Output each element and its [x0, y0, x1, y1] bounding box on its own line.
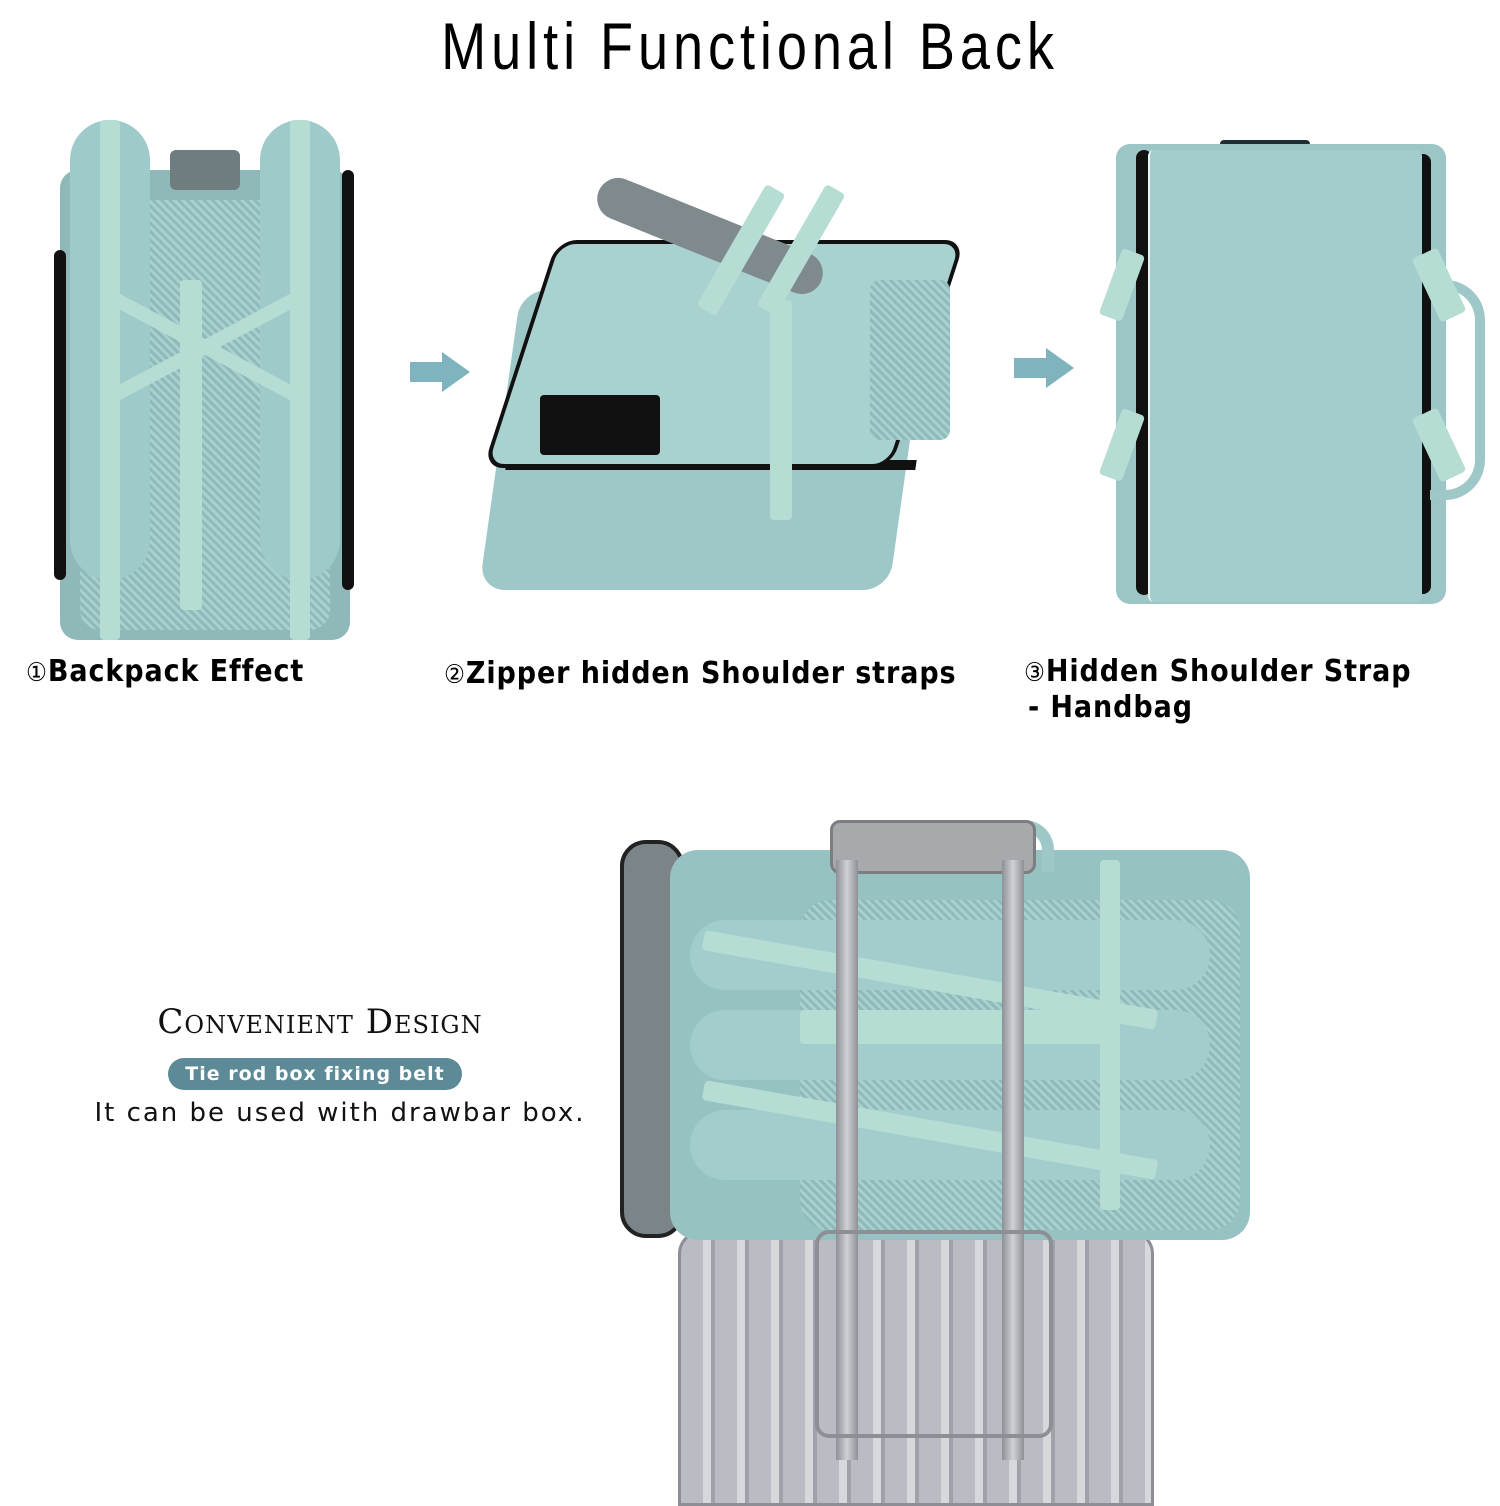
- step-number: ③: [1024, 658, 1046, 688]
- arrow-right-icon: [410, 352, 470, 392]
- zipper-hidden-straps-image: [478, 170, 1000, 610]
- arrow-right-icon: [1014, 348, 1074, 388]
- step-number: ①: [26, 658, 48, 688]
- step-3-caption-line2: - Handbag: [1028, 690, 1193, 725]
- step-label: Hidden Shoulder Strap: [1045, 654, 1412, 689]
- handbag-view-image: [1098, 140, 1500, 620]
- feature-description: It can be used with drawbar box.: [94, 1098, 586, 1128]
- step-1-caption: ①Backpack Effect: [26, 654, 304, 689]
- step-label: Backpack Effect: [47, 654, 305, 689]
- backpack-back-view-image: [40, 110, 370, 640]
- feature-heading: Convenient Design: [157, 1002, 483, 1042]
- step-3-caption: ③Hidden Shoulder Strap: [1024, 654, 1411, 689]
- step-number: ②: [444, 660, 466, 690]
- backpack-on-suitcase-image: [600, 820, 1260, 1506]
- page-title: Multi Functional Back: [441, 9, 1059, 83]
- step-label: Zipper hidden Shoulder straps: [465, 656, 957, 691]
- feature-badge: Tie rod box fixing belt: [168, 1058, 462, 1090]
- step-2-caption: ②Zipper hidden Shoulder straps: [444, 656, 957, 691]
